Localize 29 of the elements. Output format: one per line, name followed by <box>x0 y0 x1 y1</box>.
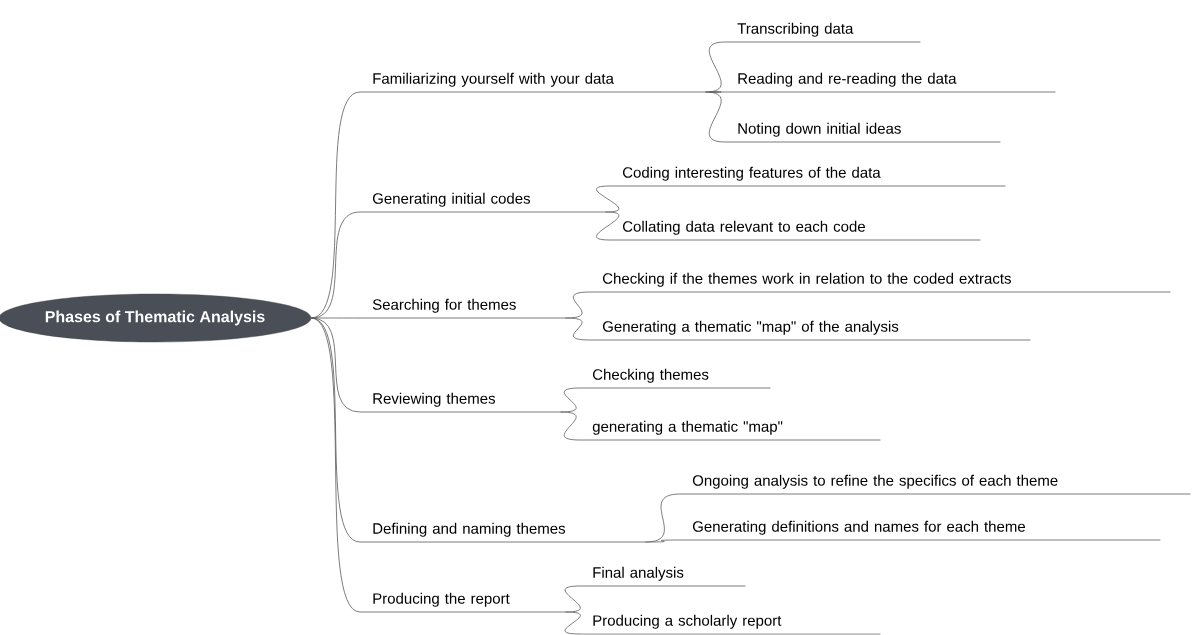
branch-label: Generating definitions and names for each theme <box>679 520 1161 541</box>
branch-label: Final analysis <box>579 566 746 587</box>
branch-label: Checking if the themes work in relation to the coded extracts <box>589 272 1171 293</box>
branch-label: Collating data relevant to each code <box>609 220 981 241</box>
branch-curve <box>596 185 620 213</box>
branch-label: Ongoing analysis to refine the specifics of each theme <box>679 474 1191 495</box>
branch-curve <box>560 411 581 441</box>
branch-label: Defining and naming themes <box>359 522 646 543</box>
branch-curve <box>705 91 726 143</box>
branch-label: Generating a thematic "map" of the analysis <box>589 320 1031 341</box>
branch-label: Noting down initial ideas <box>724 122 1001 143</box>
branch-label: Reviewing themes <box>359 392 561 413</box>
branch-label: Transcribing data <box>724 22 921 43</box>
branch-label: Producing the report <box>359 592 566 613</box>
branch-curve <box>564 611 581 635</box>
branch-label: Familiarizing yourself with your data <box>359 72 706 93</box>
branch-label: Reading and re-reading the data <box>724 72 1056 93</box>
branch-label: Searching for themes <box>359 298 566 319</box>
branch-label: Generating initial codes <box>359 192 606 213</box>
branch-curve <box>596 211 620 241</box>
branch-curve <box>310 317 361 613</box>
branch-curve <box>310 317 361 413</box>
branch-curve <box>564 585 581 613</box>
branch-curve <box>645 539 681 543</box>
branch-label: generating a thematic "map" <box>579 420 881 441</box>
branch-label: Checking themes <box>579 368 771 389</box>
branch-curve <box>565 317 591 341</box>
branch-label: Coding interesting features of the data <box>609 166 1006 187</box>
branch-label: Producing a scholarly report <box>579 614 881 635</box>
